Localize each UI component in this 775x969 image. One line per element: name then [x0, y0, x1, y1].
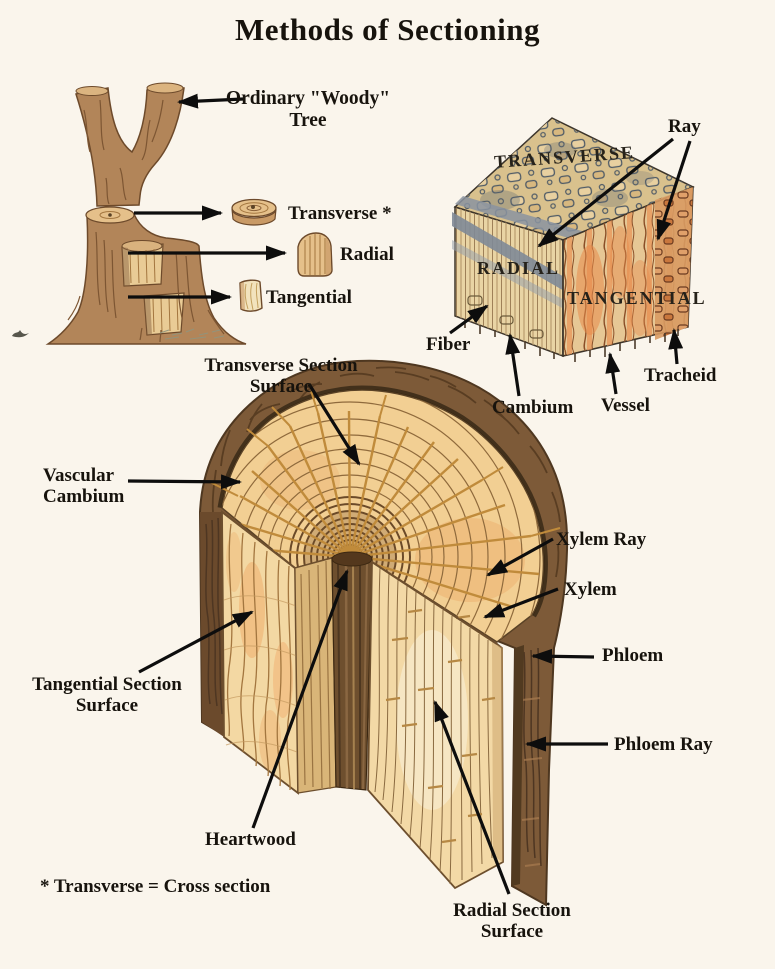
label-ray: Ray — [668, 116, 701, 137]
label-fiber: Fiber — [426, 334, 471, 355]
page-title: Methods of Sectioning — [235, 12, 540, 47]
label-radial-section-surface: Radial Section Surface — [428, 900, 596, 943]
label-tangential-piece: Tangential — [266, 287, 352, 308]
label-vessel: Vessel — [601, 395, 650, 416]
label-vascular-line1: Vascular — [43, 465, 115, 486]
label-ordinary-line1: Ordinary "Woody" — [225, 88, 391, 109]
label-tangential-surface-line1: Tangential Section — [32, 674, 182, 695]
label-vascular-cambium: Vascular Cambium — [43, 465, 124, 508]
label-tangential-section-surface: Tangential Section Surface — [26, 674, 188, 717]
cube-face-tangential: TANGENTIAL — [567, 288, 707, 308]
log-illustration — [198, 359, 569, 907]
label-tangential-surface-line2: Surface — [75, 695, 139, 717]
label-vascular-line2: Cambium — [43, 486, 125, 508]
label-radial-surface-line2: Surface — [480, 921, 544, 943]
label-transverse-surface-line2: Surface — [249, 376, 313, 398]
cube-face-radial: RADIAL — [477, 258, 561, 278]
label-ordinary-woody-tree: Ordinary "Woody" Tree — [218, 88, 398, 132]
label-phloem-ray: Phloem Ray — [614, 734, 713, 755]
label-transverse-piece: Transverse * — [288, 203, 392, 224]
label-xylem: Xylem — [564, 579, 617, 600]
label-radial-piece: Radial — [340, 244, 394, 265]
label-radial-surface-line1: Radial Section — [453, 900, 571, 921]
section-pieces — [231, 198, 333, 312]
label-cambium: Cambium — [492, 397, 574, 418]
label-tracheid: Tracheid — [644, 365, 717, 386]
label-ordinary-line2: Tree — [289, 109, 327, 131]
label-transverse-surface-line1: Transverse Section — [204, 355, 358, 376]
arrows-layer — [127, 93, 692, 895]
label-transverse-section-surface: Transverse Section Surface — [192, 355, 370, 398]
footnote: * Transverse = Cross section — [40, 876, 271, 897]
label-phloem: Phloem — [602, 645, 664, 666]
label-heartwood: Heartwood — [205, 829, 296, 850]
label-xylem-ray: Xylem Ray — [556, 529, 647, 550]
tree-illustration — [12, 82, 247, 345]
